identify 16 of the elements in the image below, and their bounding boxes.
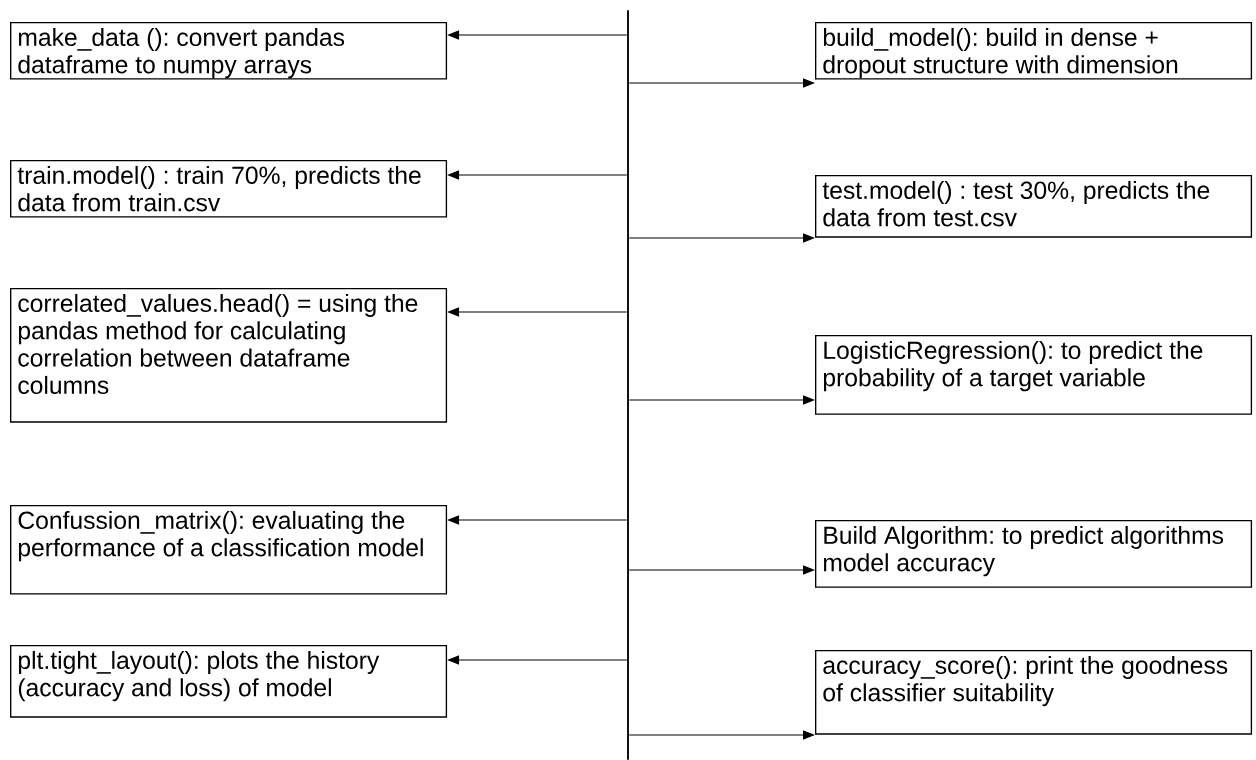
function-box: Confussion_matrix(): evaluating the performance of a classification model xyxy=(10,505,448,595)
function-box: correlated_values.head() = using the pandas method for calculating correlation between dataframe columns xyxy=(10,288,448,423)
arrow xyxy=(628,395,815,405)
arrow xyxy=(628,565,815,575)
arrow xyxy=(628,233,815,243)
function-box: plt.tight_layout(): plots the history (accuracy and loss) of model xyxy=(10,645,448,718)
function-box: train.model() : train 70%, predicts the data from train.csv xyxy=(10,160,448,218)
trunk-line xyxy=(627,10,629,760)
arrow xyxy=(628,730,815,740)
function-box: accuracy_score(): print the goodness of classifier suitability xyxy=(815,650,1253,735)
arrow xyxy=(628,78,815,88)
function-box: LogisticRegression(): to predict the probability of a target variable xyxy=(815,335,1253,415)
function-box: Build Algorithm: to predict algorithms model accuracy xyxy=(815,520,1253,588)
function-box: build_model(): build in dense + dropout structure with dimension xyxy=(815,22,1253,80)
function-box: make_data (): convert pandas dataframe to numpy arrays xyxy=(10,22,448,80)
function-box: test.model() : test 30%, predicts the data from test.csv xyxy=(815,175,1253,238)
